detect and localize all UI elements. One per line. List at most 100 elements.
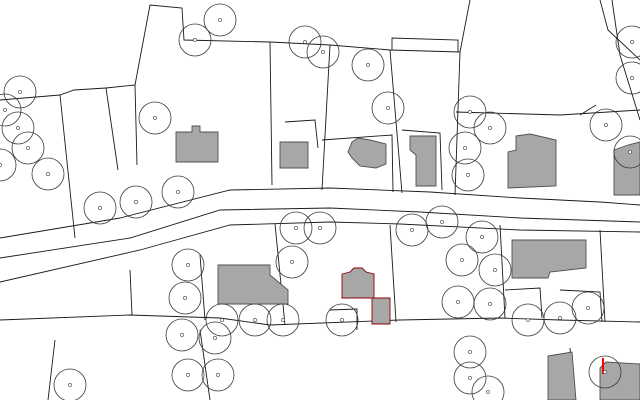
tree-crown (471, 375, 505, 400)
tree-crown (613, 135, 640, 169)
highlighted-building[interactable] (341, 267, 375, 299)
tree-crown (453, 361, 487, 395)
tree-symbol (161, 175, 195, 209)
tree-trunk-dot (180, 333, 184, 337)
tree-symbol (0, 93, 22, 127)
tree-crown (478, 253, 512, 287)
tree-trunk-dot (456, 300, 460, 304)
road-edge-north-inner (0, 207, 640, 259)
tree-symbol (11, 131, 45, 165)
tree-trunk-dot (98, 206, 102, 210)
tree-trunk-dot (410, 228, 414, 232)
tree-trunk-dot (16, 126, 20, 130)
tree-symbol (588, 355, 622, 389)
tree-trunk-dot (176, 190, 180, 194)
tree-symbol (198, 321, 232, 355)
parcel-line (321, 134, 394, 193)
tree-symbol (288, 25, 322, 59)
building (347, 137, 387, 169)
parcel-line (199, 254, 206, 321)
tree-symbol (0, 148, 17, 182)
tree-crown (171, 358, 205, 392)
tree-trunk-dot (68, 383, 72, 387)
parcel-line (401, 129, 443, 191)
tree-trunk-dot (488, 302, 492, 306)
parcel-line (0, 87, 107, 101)
tree-crown (0, 93, 22, 127)
tree-symbol (203, 3, 237, 37)
road-edge-north (0, 187, 640, 239)
tree-symbol (351, 48, 385, 82)
tree-symbol (3, 75, 37, 109)
tree-symbol (453, 335, 487, 369)
parcel-line (499, 224, 506, 319)
tree-symbol (613, 135, 640, 169)
tree-symbol (201, 358, 235, 392)
tree-crown (138, 101, 172, 135)
tree-trunk-dot (386, 106, 390, 110)
tree-crown (0, 148, 17, 182)
parcel-line (269, 41, 273, 186)
tree-symbol (138, 101, 172, 135)
tree-crown (266, 303, 300, 337)
parcel-line (455, 109, 640, 116)
tree-symbol (205, 303, 239, 337)
tree-crown (1, 111, 35, 145)
parcel-line (391, 37, 459, 52)
tree-crown (588, 355, 622, 389)
tree-trunk-dot (18, 90, 22, 94)
parcel-line (59, 94, 76, 239)
tree-symbol (31, 157, 65, 191)
tree-trunk-dot (134, 200, 138, 204)
parcel-line (105, 87, 119, 171)
tree-symbol (119, 185, 153, 219)
tree-crown (201, 358, 235, 392)
tree-symbol (168, 281, 202, 315)
tree-symbol (83, 191, 117, 225)
tree-symbol (465, 220, 499, 254)
tree-trunk-dot (440, 220, 444, 224)
tree-symbol (279, 211, 313, 245)
tree-symbol (303, 211, 337, 245)
highlighted-building[interactable] (371, 297, 391, 325)
tree-crown (11, 131, 45, 165)
tree-crown (325, 303, 359, 337)
tree-crown (53, 368, 87, 400)
tree-symbol (171, 358, 205, 392)
trees (0, 3, 640, 400)
tree-crown (168, 281, 202, 315)
tree-trunk-dot (186, 263, 190, 267)
tree-crown (473, 287, 507, 321)
tree-trunk-dot (488, 126, 492, 130)
tree-symbol (453, 95, 487, 129)
tree-trunk-dot (281, 318, 285, 322)
building (217, 264, 289, 305)
building (507, 133, 557, 189)
tree-trunk-dot (321, 50, 325, 54)
parcel-line (559, 289, 603, 323)
tree-symbol (171, 248, 205, 282)
tree-crown (31, 157, 65, 191)
tree-trunk-dot (468, 110, 472, 114)
tree-crown (279, 211, 313, 245)
tree-trunk-dot (463, 146, 467, 150)
tree-trunk-dot (628, 150, 632, 154)
tree-trunk-dot (26, 146, 30, 150)
tree-crown (303, 211, 337, 245)
tree-trunk-dot (216, 373, 220, 377)
tree-symbol (425, 205, 459, 239)
parcel-line (0, 314, 640, 326)
tree-trunk-dot (460, 258, 464, 262)
tree-symbol (306, 35, 340, 69)
tree-crown (615, 61, 640, 95)
parcel-line (47, 339, 56, 400)
parcel-line (329, 308, 358, 330)
road-edge-south (0, 221, 640, 283)
tree-symbol (238, 303, 272, 337)
tree-crown (288, 25, 322, 59)
building (511, 239, 587, 279)
tree-crown (453, 95, 487, 129)
tree-symbol (445, 243, 479, 277)
